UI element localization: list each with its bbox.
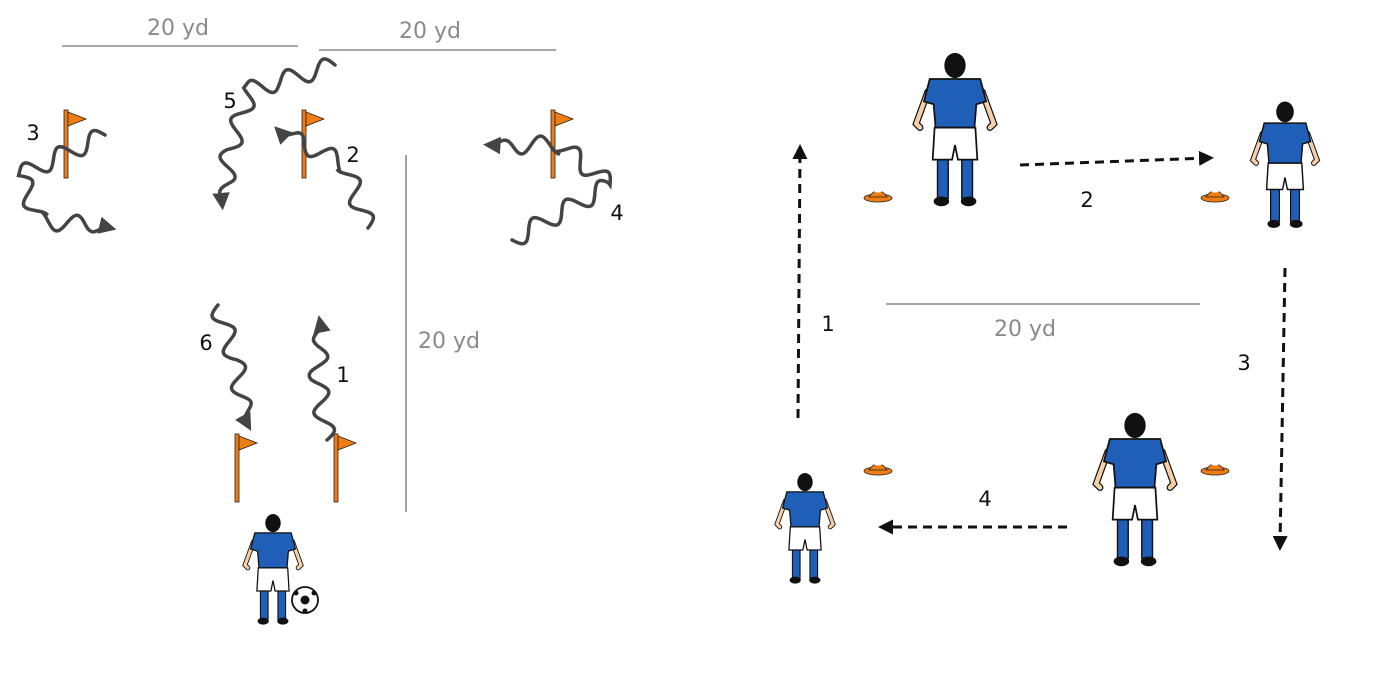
pass-arrow-3 — [1272, 267, 1288, 551]
left-drill: 20 yd 20 yd 20 yd 3 5 2 4 6 1 — [16, 16, 624, 625]
flag-icon — [333, 433, 357, 503]
distance-label: 20 yd — [994, 317, 1056, 342]
player-dribbling-icon — [245, 514, 301, 625]
dribble-path-arrow — [274, 126, 376, 230]
player-top-icon — [916, 53, 994, 206]
player-bottom-right-icon — [1096, 413, 1174, 566]
step-label: 1 — [336, 363, 349, 387]
player-bottom-left-icon — [777, 473, 833, 584]
player-right-icon — [1253, 102, 1317, 228]
step-label: 1 — [821, 312, 834, 336]
step-label: 2 — [346, 143, 359, 167]
dribble-path-arrow — [16, 128, 117, 234]
dribble-path-arrow — [212, 57, 337, 211]
pass-arrow-2 — [1019, 150, 1214, 167]
step-label: 3 — [1237, 351, 1250, 375]
right-drill: 20 yd 1 2 3 4 — [777, 53, 1317, 584]
step-label: 2 — [1080, 188, 1093, 212]
cone-icon — [863, 462, 893, 476]
distance-label: 20 yd — [418, 329, 480, 354]
distance-label: 20 yd — [399, 19, 461, 44]
cone-icon — [863, 189, 893, 203]
cone-icon — [1200, 189, 1230, 203]
flag-icon — [63, 109, 87, 179]
step-label: 3 — [26, 121, 39, 145]
soccer-ball-icon — [291, 586, 319, 614]
flag-icon — [550, 109, 574, 179]
step-label: 4 — [610, 201, 623, 225]
dribble-path-arrow — [483, 134, 613, 246]
dribble-path-arrow — [210, 303, 253, 431]
pass-arrow-1 — [792, 144, 808, 419]
step-label: 6 — [199, 331, 212, 355]
flag-icon — [234, 433, 258, 503]
step-label: 4 — [978, 487, 991, 511]
dribble-path-arrow — [307, 315, 337, 442]
cone-icon — [1200, 462, 1230, 476]
distance-label: 20 yd — [147, 16, 209, 41]
step-label: 5 — [223, 89, 236, 113]
